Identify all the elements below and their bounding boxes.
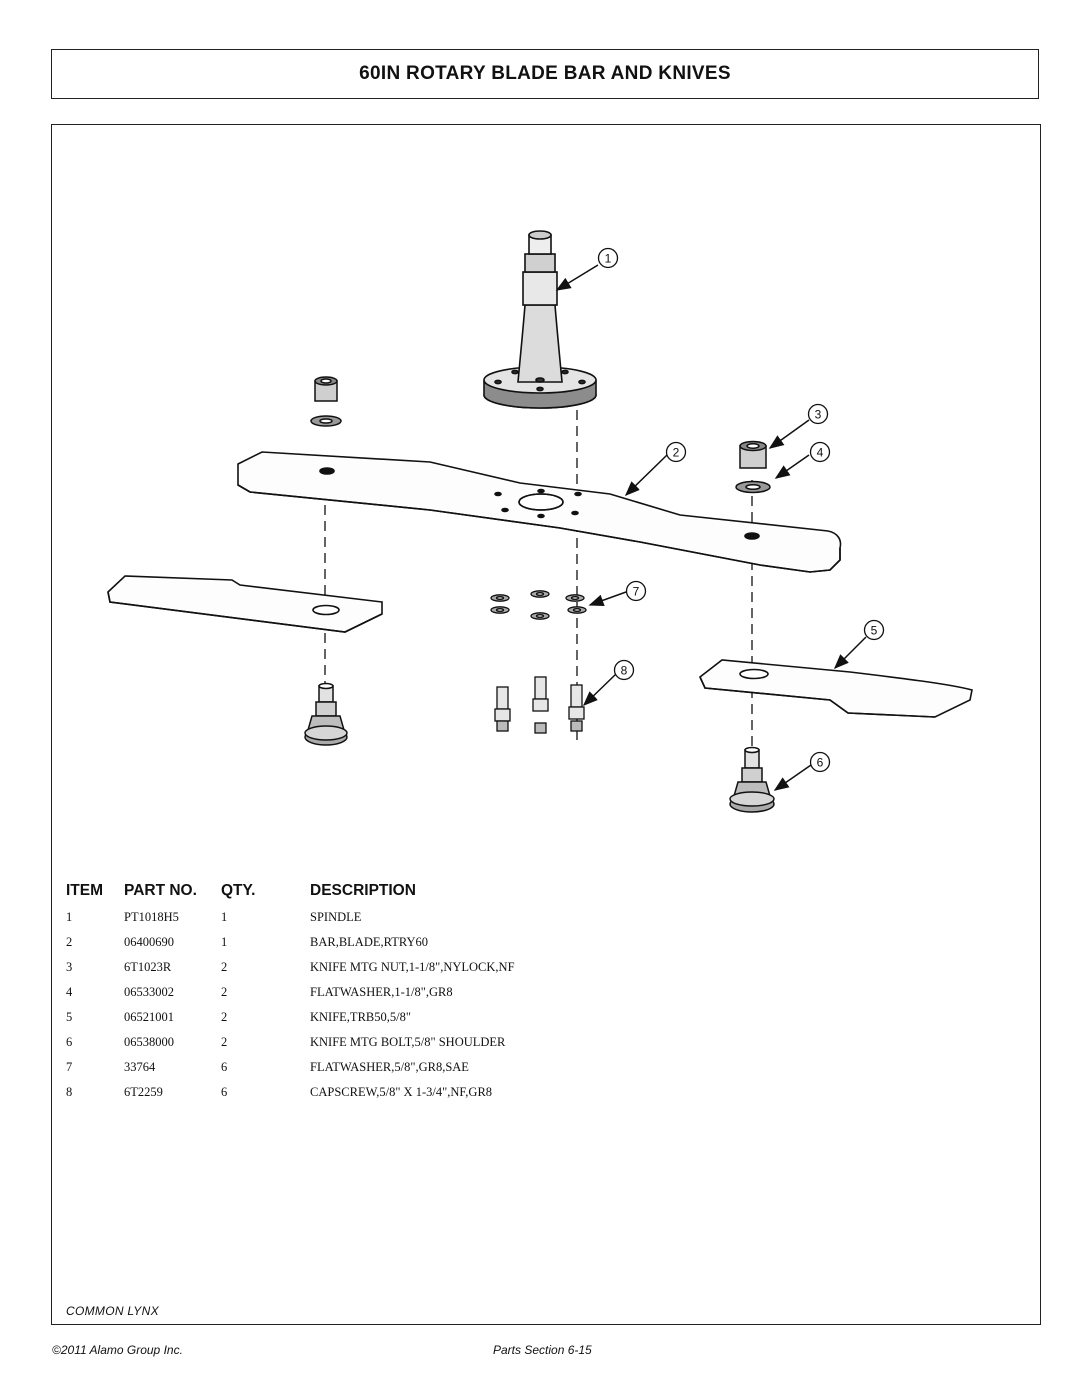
table-row: 4 06533002 2 FLATWASHER,1-1/8",GR8 <box>0 985 1080 1005</box>
blade-bar-part <box>237 451 842 573</box>
table-row: 3 6T1023R 2 KNIFE MTG NUT,1-1/8",NYLOCK,… <box>0 960 1080 980</box>
cell-qty: 2 <box>221 1010 228 1024</box>
cell-item: 6 <box>66 1035 73 1049</box>
spindle-part <box>483 230 597 409</box>
cell-description: KNIFE MTG NUT,1-1/8",NYLOCK,NF <box>310 960 515 974</box>
content-frame <box>51 124 1041 1325</box>
cell-description: BAR,BLADE,RTRY60 <box>310 935 429 949</box>
left-flatwasher <box>310 415 342 427</box>
cell-item: 4 <box>66 985 73 999</box>
table-row: 8 6T2259 6 CAPSCREW,5/8" X 1-3/4",NF,GR8 <box>0 1085 1080 1105</box>
cell-part-no: 33764 <box>124 1060 156 1074</box>
cell-part-no: PT1018H5 <box>124 910 179 924</box>
callout-1-label: 1 <box>605 252 612 266</box>
table-row: 7 33764 6 FLATWASHER,5/8",GR8,SAE <box>0 1060 1080 1080</box>
cell-description: KNIFE,TRB50,5/8" <box>310 1010 411 1024</box>
cell-part-no: 06521001 <box>124 1010 174 1024</box>
left-knife-mtg-bolt <box>304 682 348 746</box>
callout-2: 2 <box>665 441 687 463</box>
cell-part-no: 06533002 <box>124 985 174 999</box>
callout-7-label: 7 <box>633 585 640 599</box>
right-flatwasher <box>735 480 771 494</box>
cell-item: 5 <box>66 1010 73 1024</box>
cell-part-no: 06538000 <box>124 1035 174 1049</box>
cell-item: 2 <box>66 935 73 949</box>
callout-5: 5 <box>863 619 885 641</box>
right-knife-mtg-nut <box>739 440 767 469</box>
cell-qty: 6 <box>221 1085 228 1099</box>
callout-5-label: 5 <box>871 624 878 638</box>
callout-8-label: 8 <box>621 664 628 678</box>
cell-part-no: 06400690 <box>124 935 174 949</box>
table-row: 1 PT1018H5 1 SPINDLE <box>0 910 1080 930</box>
right-knife-part <box>699 659 973 718</box>
model-label: COMMON LYNX <box>66 1304 159 1318</box>
callout-2-label: 2 <box>673 446 680 460</box>
cell-part-no: 6T1023R <box>124 960 172 974</box>
table-row: 5 06521001 2 KNIFE,TRB50,5/8" <box>0 1010 1080 1030</box>
cell-item: 8 <box>66 1085 73 1099</box>
cell-description: KNIFE MTG BOLT,5/8" SHOULDER <box>310 1035 506 1049</box>
callout-1: 1 <box>597 247 619 269</box>
cell-item: 7 <box>66 1060 73 1074</box>
exploded-parts-diagram: 1 2 3 4 5 6 7 8 <box>107 230 973 813</box>
callout-7: 7 <box>625 580 647 602</box>
copyright-text: ©2011 Alamo Group Inc. <box>52 1343 183 1357</box>
cell-description: FLATWASHER,1-1/8",GR8 <box>310 985 453 999</box>
column-header-part-no: PART NO. <box>124 882 197 899</box>
cell-description: SPINDLE <box>310 910 362 924</box>
cell-qty: 2 <box>221 960 228 974</box>
page-title-box: 60IN ROTARY BLADE BAR AND KNIVES <box>51 49 1039 99</box>
page-number: Parts Section 6-15 <box>493 1343 592 1357</box>
cell-qty: 2 <box>221 1035 228 1049</box>
callout-8: 8 <box>613 659 635 681</box>
cell-description: FLATWASHER,5/8",GR8,SAE <box>310 1060 469 1074</box>
column-header-qty: QTY. <box>221 882 256 899</box>
cell-qty: 2 <box>221 985 228 999</box>
cell-qty: 6 <box>221 1060 228 1074</box>
callout-3-label: 3 <box>815 408 822 422</box>
right-knife-mtg-bolt <box>729 746 775 813</box>
flatwasher-set <box>490 590 587 620</box>
callout-6: 6 <box>809 751 831 773</box>
cell-description: CAPSCREW,5/8" X 1-3/4",NF,GR8 <box>310 1085 493 1099</box>
table-row: 2 06400690 1 BAR,BLADE,RTRY60 <box>0 935 1080 955</box>
callout-3: 3 <box>807 403 829 425</box>
cell-qty: 1 <box>221 910 228 924</box>
column-header-description: DESCRIPTION <box>310 882 416 899</box>
left-knife-part <box>107 575 383 633</box>
cell-part-no: 6T2259 <box>124 1085 163 1099</box>
cell-qty: 1 <box>221 935 228 949</box>
page-title: 60IN ROTARY BLADE BAR AND KNIVES <box>359 63 731 84</box>
table-row: 6 06538000 2 KNIFE MTG BOLT,5/8" SHOULDE… <box>0 1035 1080 1055</box>
cell-item: 1 <box>66 910 73 924</box>
column-header-item: ITEM <box>66 882 104 899</box>
cell-item: 3 <box>66 960 73 974</box>
callout-6-label: 6 <box>817 756 824 770</box>
callout-leaders <box>555 264 867 791</box>
callout-4-label: 4 <box>817 446 824 460</box>
left-knife-mtg-nut <box>314 376 338 402</box>
capscrew-set <box>494 676 585 734</box>
callout-4: 4 <box>809 441 831 463</box>
